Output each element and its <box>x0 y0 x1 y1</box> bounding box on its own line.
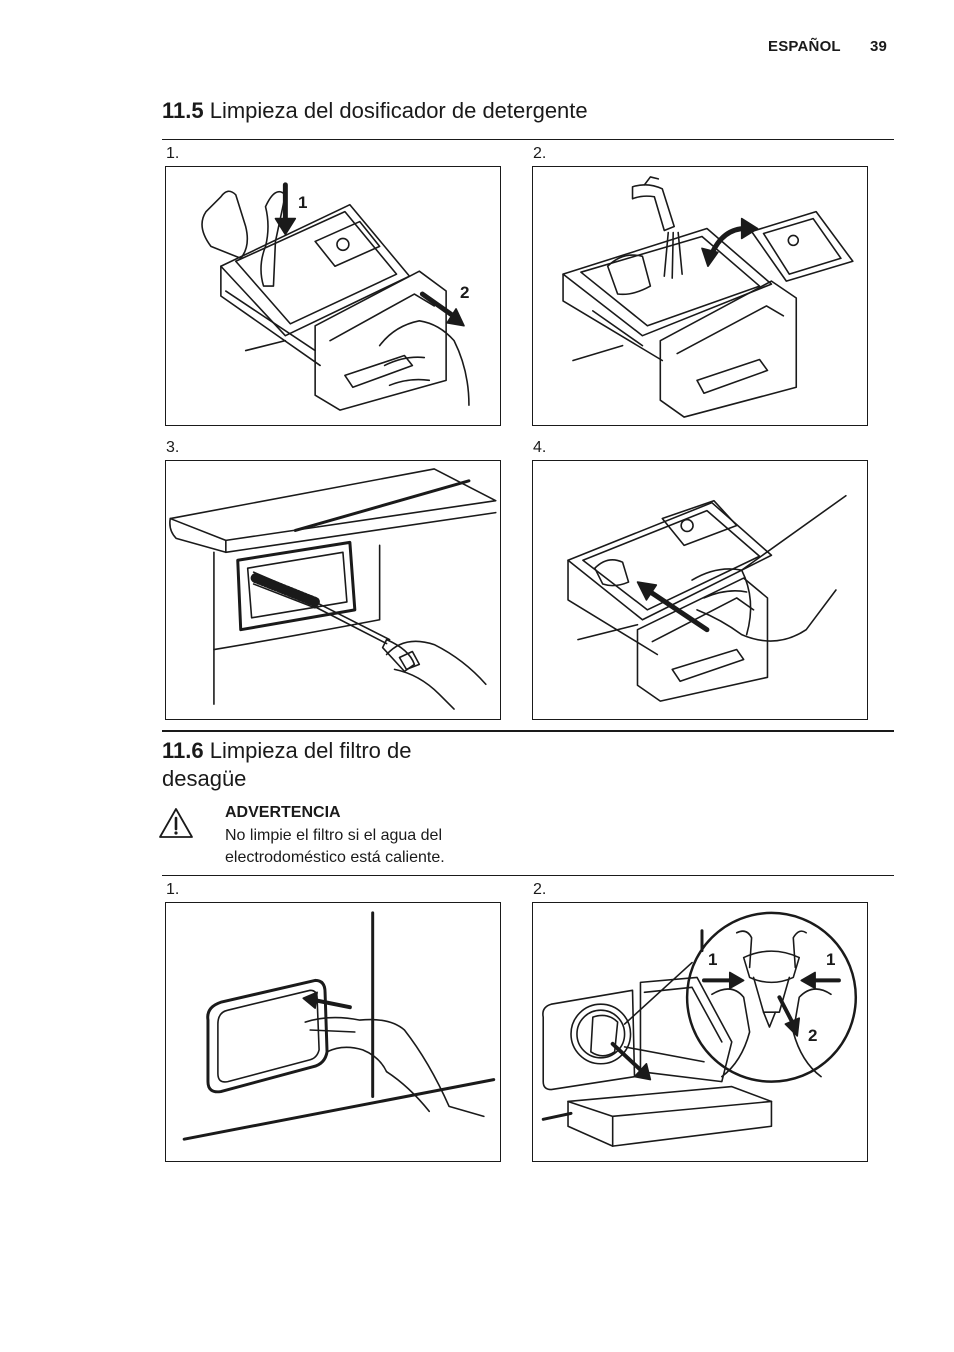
section-title: Limpieza del dosificador de detergente <box>209 98 588 123</box>
illustration-reinsert-dispenser <box>532 460 868 720</box>
section-number: 11.6 <box>162 738 204 763</box>
section-11-5-heading: 11.5 Limpieza del dosificador de deterge… <box>162 97 588 125</box>
section-heading-line-1: 11.6 Limpieza del filtro de <box>162 737 412 765</box>
section-divider <box>162 139 894 140</box>
step-label: 3. <box>166 439 180 456</box>
callout-number: 2 <box>460 283 470 302</box>
warning-text-line-1: No limpie el filtro si el agua del <box>225 827 442 844</box>
section-number: 11.5 <box>162 98 204 123</box>
step-label: 2. <box>533 881 547 898</box>
illustration-open-filter-door <box>165 902 501 1162</box>
section-title: Limpieza del filtro de <box>209 738 412 763</box>
callout-number: 1 <box>298 193 308 212</box>
section-divider <box>162 730 894 732</box>
callout-number: 2 <box>808 1026 818 1045</box>
step-label: 4. <box>533 439 547 456</box>
illustration-clean-recess-brush <box>165 460 501 720</box>
step-label: 1. <box>166 881 180 898</box>
section-11-6-heading: 11.6 Limpieza del filtro de desagüe <box>162 737 412 793</box>
page-number: 39 <box>870 38 888 55</box>
section-divider <box>162 875 894 876</box>
illustration-remove-drain-filter <box>532 902 868 1162</box>
callout-number: 1 <box>708 950 718 969</box>
warning-title: ADVERTENCIA <box>225 804 341 821</box>
step-label: 2. <box>533 145 547 162</box>
warning-icon <box>159 808 193 838</box>
page-header-section: ESPAÑOL <box>768 38 841 55</box>
callout-number: 1 <box>826 950 836 969</box>
section-title: desagüe <box>162 766 247 791</box>
illustration-remove-dispenser <box>165 166 501 426</box>
step-label: 1. <box>166 145 180 162</box>
illustration-rinse-dispenser <box>532 166 868 426</box>
warning-text-line-2: electrodoméstico está caliente. <box>225 849 445 866</box>
